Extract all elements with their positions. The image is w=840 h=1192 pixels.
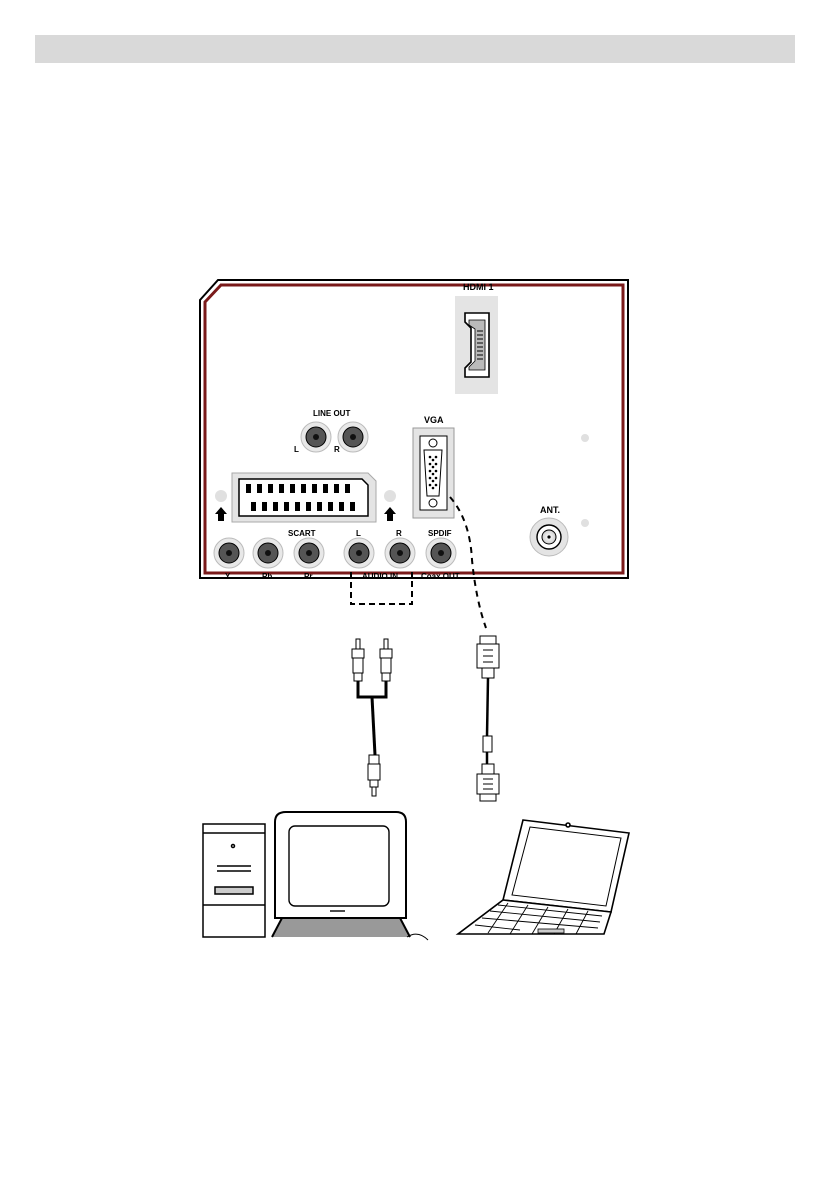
audio-in-r-label: R	[396, 529, 402, 538]
ant-label: ANT.	[540, 505, 560, 515]
rca-plug-icon	[352, 639, 364, 681]
rca-plug-icon	[368, 755, 380, 796]
line-out-r-label: R	[334, 445, 340, 454]
line-out-label: LINE OUT	[313, 409, 350, 418]
audio-in-label: AUDIO IN	[362, 572, 398, 581]
audio-in-l-label: L	[356, 529, 361, 538]
pr-jack	[294, 538, 324, 568]
hdmi-port-icon	[455, 296, 498, 394]
vga-cable	[477, 636, 499, 801]
vga-port-icon	[413, 428, 454, 518]
spdif-coax-jack	[426, 538, 456, 568]
y-label: Y	[225, 572, 231, 581]
line-out-left-jack	[301, 422, 331, 452]
vga-plug-icon	[477, 636, 499, 678]
scart-port-icon	[232, 473, 376, 522]
coax-out-label: Coax.OUT	[421, 572, 460, 581]
audio-in-right-jack	[385, 538, 415, 568]
antenna-jack-icon	[530, 518, 568, 556]
spdif-label: SPDIF	[428, 529, 452, 538]
laptop-icon	[458, 820, 629, 934]
rca-audio-cable	[352, 639, 392, 796]
line-out-right-jack	[338, 422, 368, 452]
y-jack	[214, 538, 244, 568]
pb-jack	[253, 538, 283, 568]
scart-label: SCART	[288, 529, 316, 538]
pr-label: Pr	[304, 572, 312, 581]
rca-plug-icon	[380, 639, 392, 681]
hdmi-label: HDMI 1	[463, 282, 494, 292]
desktop-pc-icon	[203, 824, 265, 937]
vga-plug-icon	[477, 764, 499, 801]
audio-in-left-jack	[344, 538, 374, 568]
line-out-l-label: L	[294, 445, 299, 454]
vga-label: VGA	[424, 415, 444, 425]
monitor-icon	[272, 812, 428, 940]
pb-label: Pb	[262, 572, 272, 581]
